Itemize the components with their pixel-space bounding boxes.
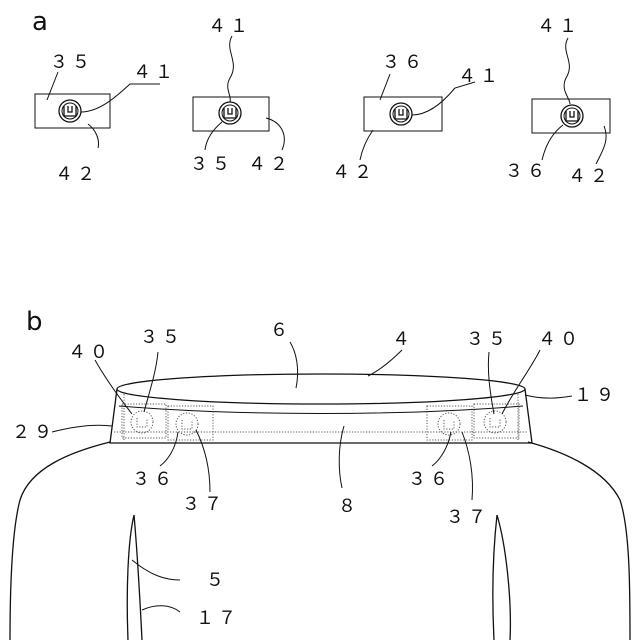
label-37-right: ３７ <box>446 507 490 528</box>
right-armhole-seam <box>493 515 511 640</box>
label-5: ５ <box>206 570 228 591</box>
tag-4-chip-icon <box>561 105 583 127</box>
tag-2-label-41: ４１ <box>208 16 252 37</box>
collar-band-outline <box>110 389 532 443</box>
garment-body-outline <box>10 442 110 640</box>
label-29: ２９ <box>12 422 56 443</box>
tag-1-label-42: ４２ <box>55 164 99 185</box>
label-17: １７ <box>196 608 240 629</box>
label-36-left: ３６ <box>132 469 176 490</box>
panel-label-a: a <box>32 7 48 37</box>
tag-4: ４１ ３６ ４２ <box>505 16 612 187</box>
panel-label-b: b <box>26 307 43 337</box>
tag-4-label-41: ４１ <box>537 16 581 37</box>
tag-3-label-36: ３６ <box>382 52 426 73</box>
tag-1-chip-icon <box>59 100 81 122</box>
label-37-left: ３７ <box>182 494 226 515</box>
tag-3: ３６ ４１ ４２ <box>332 52 502 183</box>
tag-2-label-35: ３５ <box>190 154 234 175</box>
left-armhole-seam <box>127 515 142 640</box>
label-40-right: ４０ <box>538 329 582 350</box>
tag-1-label-35: ３５ <box>50 52 94 73</box>
label-19: １９ <box>574 385 618 406</box>
tag-4-label-36: ３６ <box>505 161 549 182</box>
tag-2-chip-icon <box>219 102 241 124</box>
tag-4-body <box>532 99 610 133</box>
label-35-right: ３５ <box>466 329 510 350</box>
garment-body-outline-right <box>528 442 630 640</box>
collar <box>110 374 532 443</box>
label-35-left: ３５ <box>140 327 184 348</box>
tag-2-label-42: ４２ <box>248 154 292 175</box>
tag-3-label-41: ４１ <box>458 66 502 87</box>
collar-top-ellipse <box>117 374 525 404</box>
tag-1: ３５ ４１ ４２ <box>35 52 177 185</box>
tag-3-chip-icon <box>390 103 412 125</box>
tag-4-label-42: ４２ <box>568 166 612 187</box>
leader-lines-b <box>52 342 572 612</box>
label-8: ８ <box>338 496 360 517</box>
label-36-right: ３６ <box>408 469 452 490</box>
label-4: ４ <box>392 329 414 350</box>
tag-2: ４１ ３５ ４２ <box>190 16 292 175</box>
label-6: ６ <box>270 320 292 341</box>
collar-inner-line <box>119 406 523 414</box>
tag-3-label-42: ４２ <box>332 162 376 183</box>
tag-1-label-41: ４１ <box>133 62 177 83</box>
label-40-left: ４０ <box>68 342 112 363</box>
